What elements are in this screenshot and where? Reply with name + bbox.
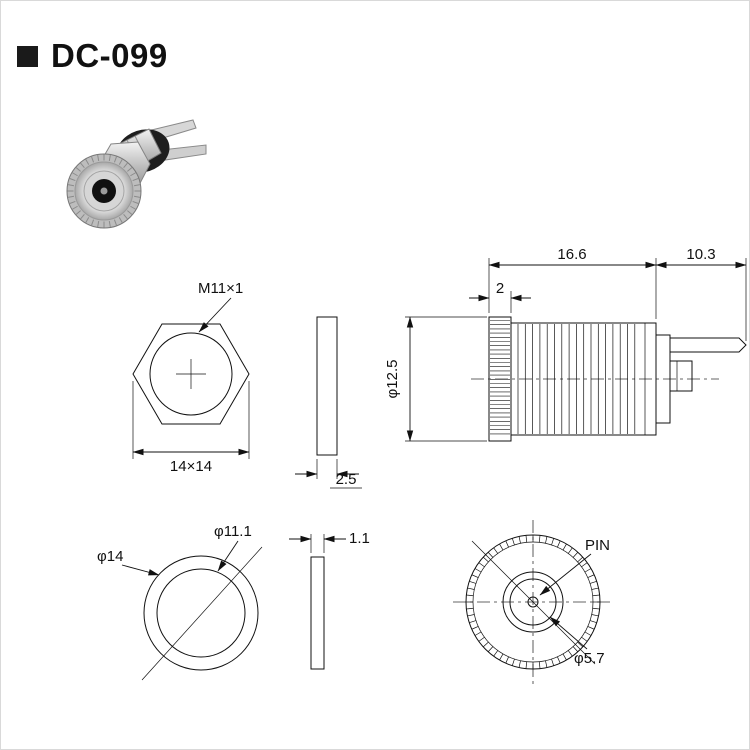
knob-hole-circle: [509, 578, 557, 626]
washer-front-view: φ14 φ11.1: [97, 523, 263, 681]
pin-label: PIN: [585, 537, 610, 554]
washer-outer-leader: [121, 564, 160, 576]
title-bar: DC-099: [17, 37, 168, 75]
knob-face-circle: [502, 571, 564, 633]
title-bullet-square: [17, 45, 38, 67]
thread-leader: [198, 297, 232, 333]
hex-thread-label: M11×1: [198, 280, 243, 297]
page-title: DC-099: [51, 37, 168, 74]
hex-front-view: M11×1 14×14: [132, 280, 250, 475]
washer-inner-leader: [217, 540, 239, 572]
knob-knurl-ticks: [466, 535, 600, 669]
side-terminal: [669, 360, 693, 392]
hexagon-outline: [132, 323, 250, 425]
product-photo: [66, 119, 207, 229]
knob-pin-circle: [527, 596, 539, 608]
body-side-view: 16.6 10.3 2 φ12.5: [384, 246, 747, 442]
nut-thickness-label: 2.5: [336, 471, 357, 488]
thread-circle: [149, 332, 233, 416]
pin-leader: [539, 553, 592, 596]
washer-inner-label: φ11.1: [214, 523, 252, 540]
knurled-ring-ticks: [67, 154, 141, 228]
nut-side-view: 2.5: [295, 316, 362, 489]
washer-inner-circle: [156, 568, 246, 658]
pin-tab: [669, 337, 747, 353]
knob-diagonal: [471, 540, 596, 665]
washer-outer-label: φ14: [97, 548, 123, 565]
washer-thickness-label: 1.1: [349, 530, 370, 547]
jack-center-pin: [100, 187, 108, 195]
washer-side-outline: [310, 556, 325, 670]
washer-diagonal: [141, 546, 263, 681]
body-length-label: 16.6: [557, 246, 586, 263]
knob-front-view: PIN φ5.7: [453, 520, 614, 685]
pin-diameter-label: φ5.7: [574, 650, 605, 667]
pin-diameter-leader: [549, 616, 588, 650]
washer-outer-circle: [143, 555, 259, 671]
thread-crest-lines: [517, 324, 636, 434]
knurl-ridge-lines: [490, 320, 510, 435]
body-diameter-label: φ12.5: [384, 360, 401, 399]
washer-side-view: 1.1: [289, 530, 370, 670]
pin-length-label: 10.3: [686, 246, 715, 263]
hex-size-label: 14×14: [170, 458, 212, 475]
knurl-width-label: 2: [496, 280, 504, 297]
nut-side-outline: [316, 316, 338, 456]
